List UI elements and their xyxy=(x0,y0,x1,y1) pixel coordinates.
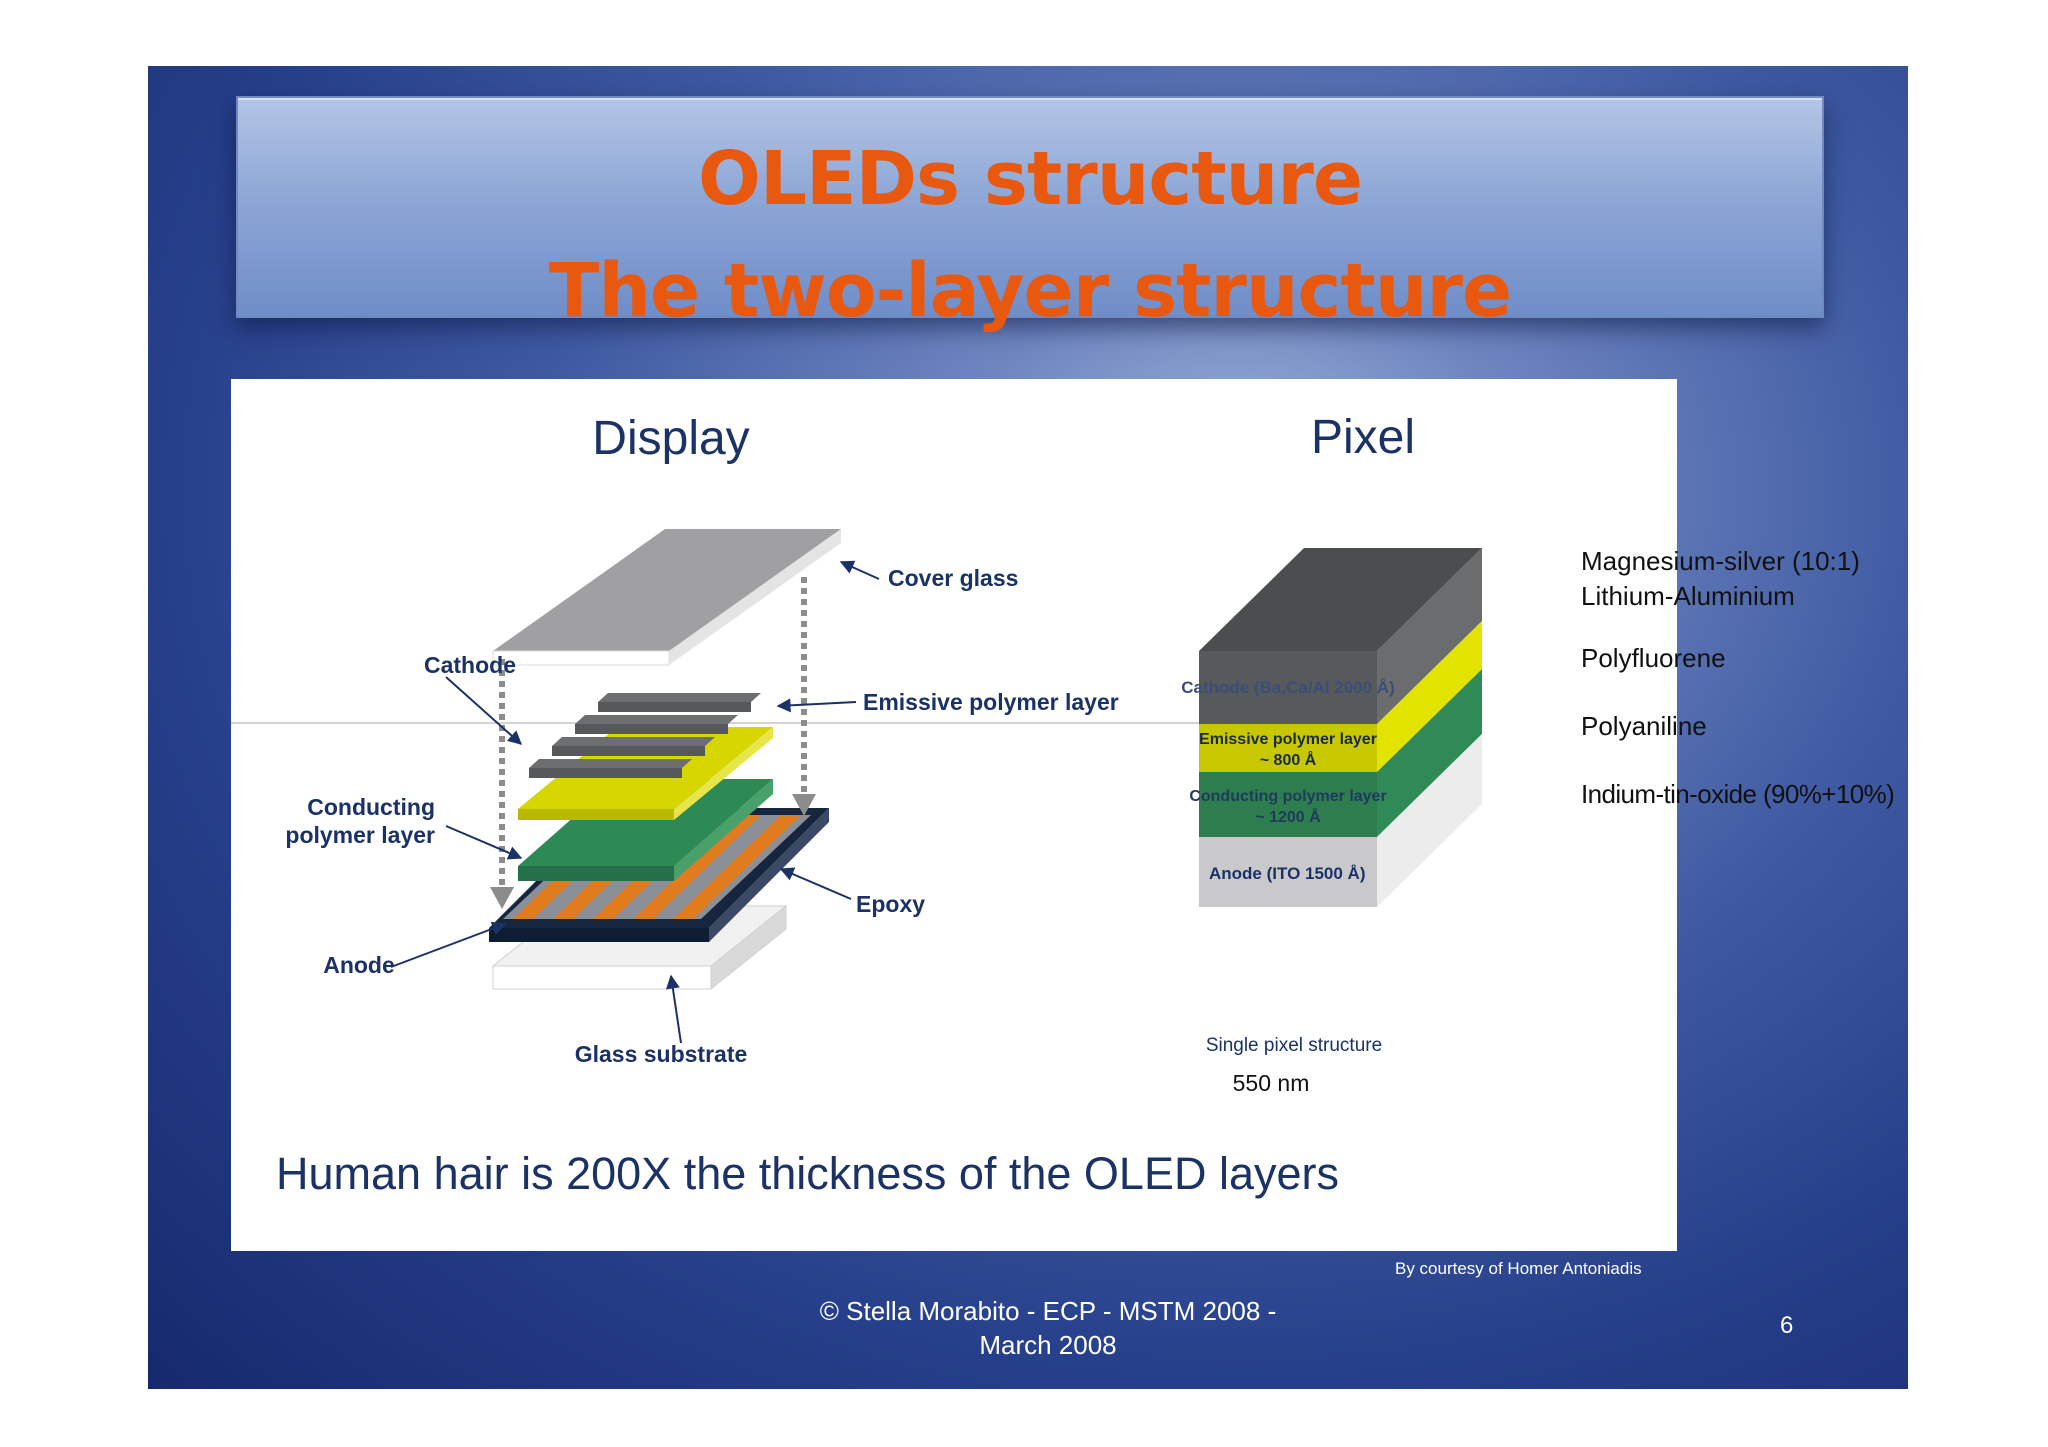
annotation-polyfluorene: Polyfluorene xyxy=(1581,643,1726,673)
pixel-anode-layer xyxy=(1199,837,1377,907)
display-stack xyxy=(489,529,841,991)
pixel-emissive-thickness: ~ 800 Å xyxy=(1260,750,1317,769)
footer: © Stella Morabito - ECP - MSTM 2008 - Ma… xyxy=(708,1294,1388,1362)
pixel-cathode-label: Cathode (Ba,Ca/Al 2000 Å) xyxy=(1181,678,1395,697)
pixel-size: 550 nm xyxy=(1233,1070,1310,1096)
title-banner: OLEDs structure The two-layer structure xyxy=(236,96,1824,334)
cover-glass-layer xyxy=(492,529,841,666)
footer-line1: © Stella Morabito - ECP - MSTM 2008 - xyxy=(819,1296,1277,1326)
display-heading: Display xyxy=(592,412,749,465)
label-cover-glass: Cover glass xyxy=(888,565,1018,591)
pixel-emissive-label: Emissive polymer layer xyxy=(1199,731,1377,748)
label-conducting-line2: polymer layer xyxy=(285,822,435,848)
oled-diagram: Display Cover glass Cathode Emissive pol… xyxy=(231,411,1482,1199)
oled-figure: Display Cover glass Cathode Emissive pol… xyxy=(231,379,1677,1251)
slide-title: OLEDs structure xyxy=(697,136,1363,222)
label-epoxy: Epoxy xyxy=(856,891,925,917)
annotation-lithium-aluminium: Lithium-Aluminium xyxy=(1581,581,1795,611)
slide-background: OLEDs structure The two-layer structure xyxy=(148,66,1908,1389)
courtesy-note: By courtesy of Homer Antoniadis xyxy=(1395,1259,1642,1278)
pixel-emissive-layer xyxy=(1199,724,1377,772)
hair-thickness-note: Human hair is 200X the thickness of the … xyxy=(276,1148,1339,1199)
slide-number: 6 xyxy=(1780,1312,1794,1339)
pixel-conducting-label: Conducting polymer layer xyxy=(1189,788,1386,805)
pixel-anode-label: Anode (ITO 1500 Å) xyxy=(1209,864,1366,883)
pixel-top-face xyxy=(1199,548,1482,651)
label-cathode: Cathode xyxy=(424,652,516,678)
display-leader-lines xyxy=(390,560,880,1044)
label-glass-substrate: Glass substrate xyxy=(575,1041,748,1067)
annotation-indium-tin-oxide: Indium-tin-oxide (90%+10%) xyxy=(1581,779,1895,809)
slide-subtitle: The two-layer structure xyxy=(548,248,1512,334)
annotation-polyaniline: Polyaniline xyxy=(1581,711,1707,741)
pixel-block xyxy=(1199,548,1482,907)
pixel-conducting-layer xyxy=(1199,772,1377,837)
pixel-conducting-thickness: ~ 1200 Å xyxy=(1255,807,1321,826)
cathode-strips xyxy=(529,693,761,778)
conducting-polymer-layer xyxy=(518,779,773,881)
pixel-caption: Single pixel structure xyxy=(1206,1035,1382,1056)
pixel-cathode-layer xyxy=(1199,651,1377,724)
label-emissive-polymer: Emissive polymer layer xyxy=(863,689,1119,715)
annotation-magnesium-silver: Magnesium-silver (10:1) xyxy=(1581,546,1860,576)
footer-line2: March 2008 xyxy=(979,1330,1117,1360)
label-anode: Anode xyxy=(323,952,395,978)
pixel-heading: Pixel xyxy=(1311,411,1415,464)
label-conducting-line1: Conducting xyxy=(307,794,435,820)
